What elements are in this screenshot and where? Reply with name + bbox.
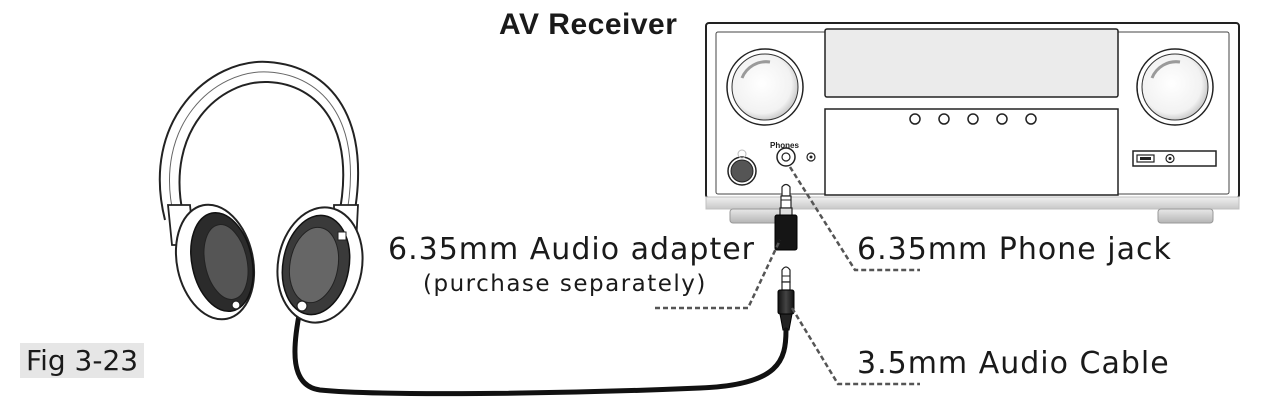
- adapter-note: (purchase separately): [423, 271, 707, 297]
- receiver-foot-right: [1157, 208, 1214, 224]
- receiver-button-4: [996, 113, 1008, 125]
- receiver-power-button: [727, 149, 757, 186]
- receiver-display: [824, 28, 1119, 98]
- receiver-right-knob: [1136, 48, 1214, 126]
- receiver-base: [705, 196, 1240, 210]
- receiver-left-knob: [726, 48, 804, 126]
- leader-lines: [655, 166, 920, 386]
- leader-adapter: [655, 239, 782, 310]
- receiver-usb-port: [1132, 150, 1217, 167]
- receiver-button-1: [909, 113, 921, 125]
- aux-jack: [806, 152, 816, 162]
- adapter-label: 6.35mm Audio adapter: [388, 232, 755, 267]
- audio-cable-label: 3.5mm Audio Cable: [857, 346, 1170, 381]
- leader-audio-cable: [790, 307, 920, 386]
- leader-phone-jack: [788, 166, 920, 272]
- av-receiver: [705, 22, 1240, 224]
- audio-cable-plug: [777, 266, 795, 331]
- receiver-button-3: [967, 113, 979, 125]
- phones-jack: [776, 147, 796, 167]
- receiver-button-2: [938, 113, 950, 125]
- audio-cable: [292, 307, 789, 397]
- receiver-button-5: [1025, 113, 1037, 125]
- receiver-buttons: [909, 113, 1037, 125]
- headphones: [158, 60, 364, 324]
- receiver-title: AV Receiver: [499, 8, 678, 41]
- phone-jack-label: 6.35mm Phone jack: [857, 232, 1172, 267]
- figure-caption: Fig 3-23: [20, 343, 145, 378]
- audio-adapter: [774, 183, 798, 251]
- phones-label: Phones: [770, 141, 799, 150]
